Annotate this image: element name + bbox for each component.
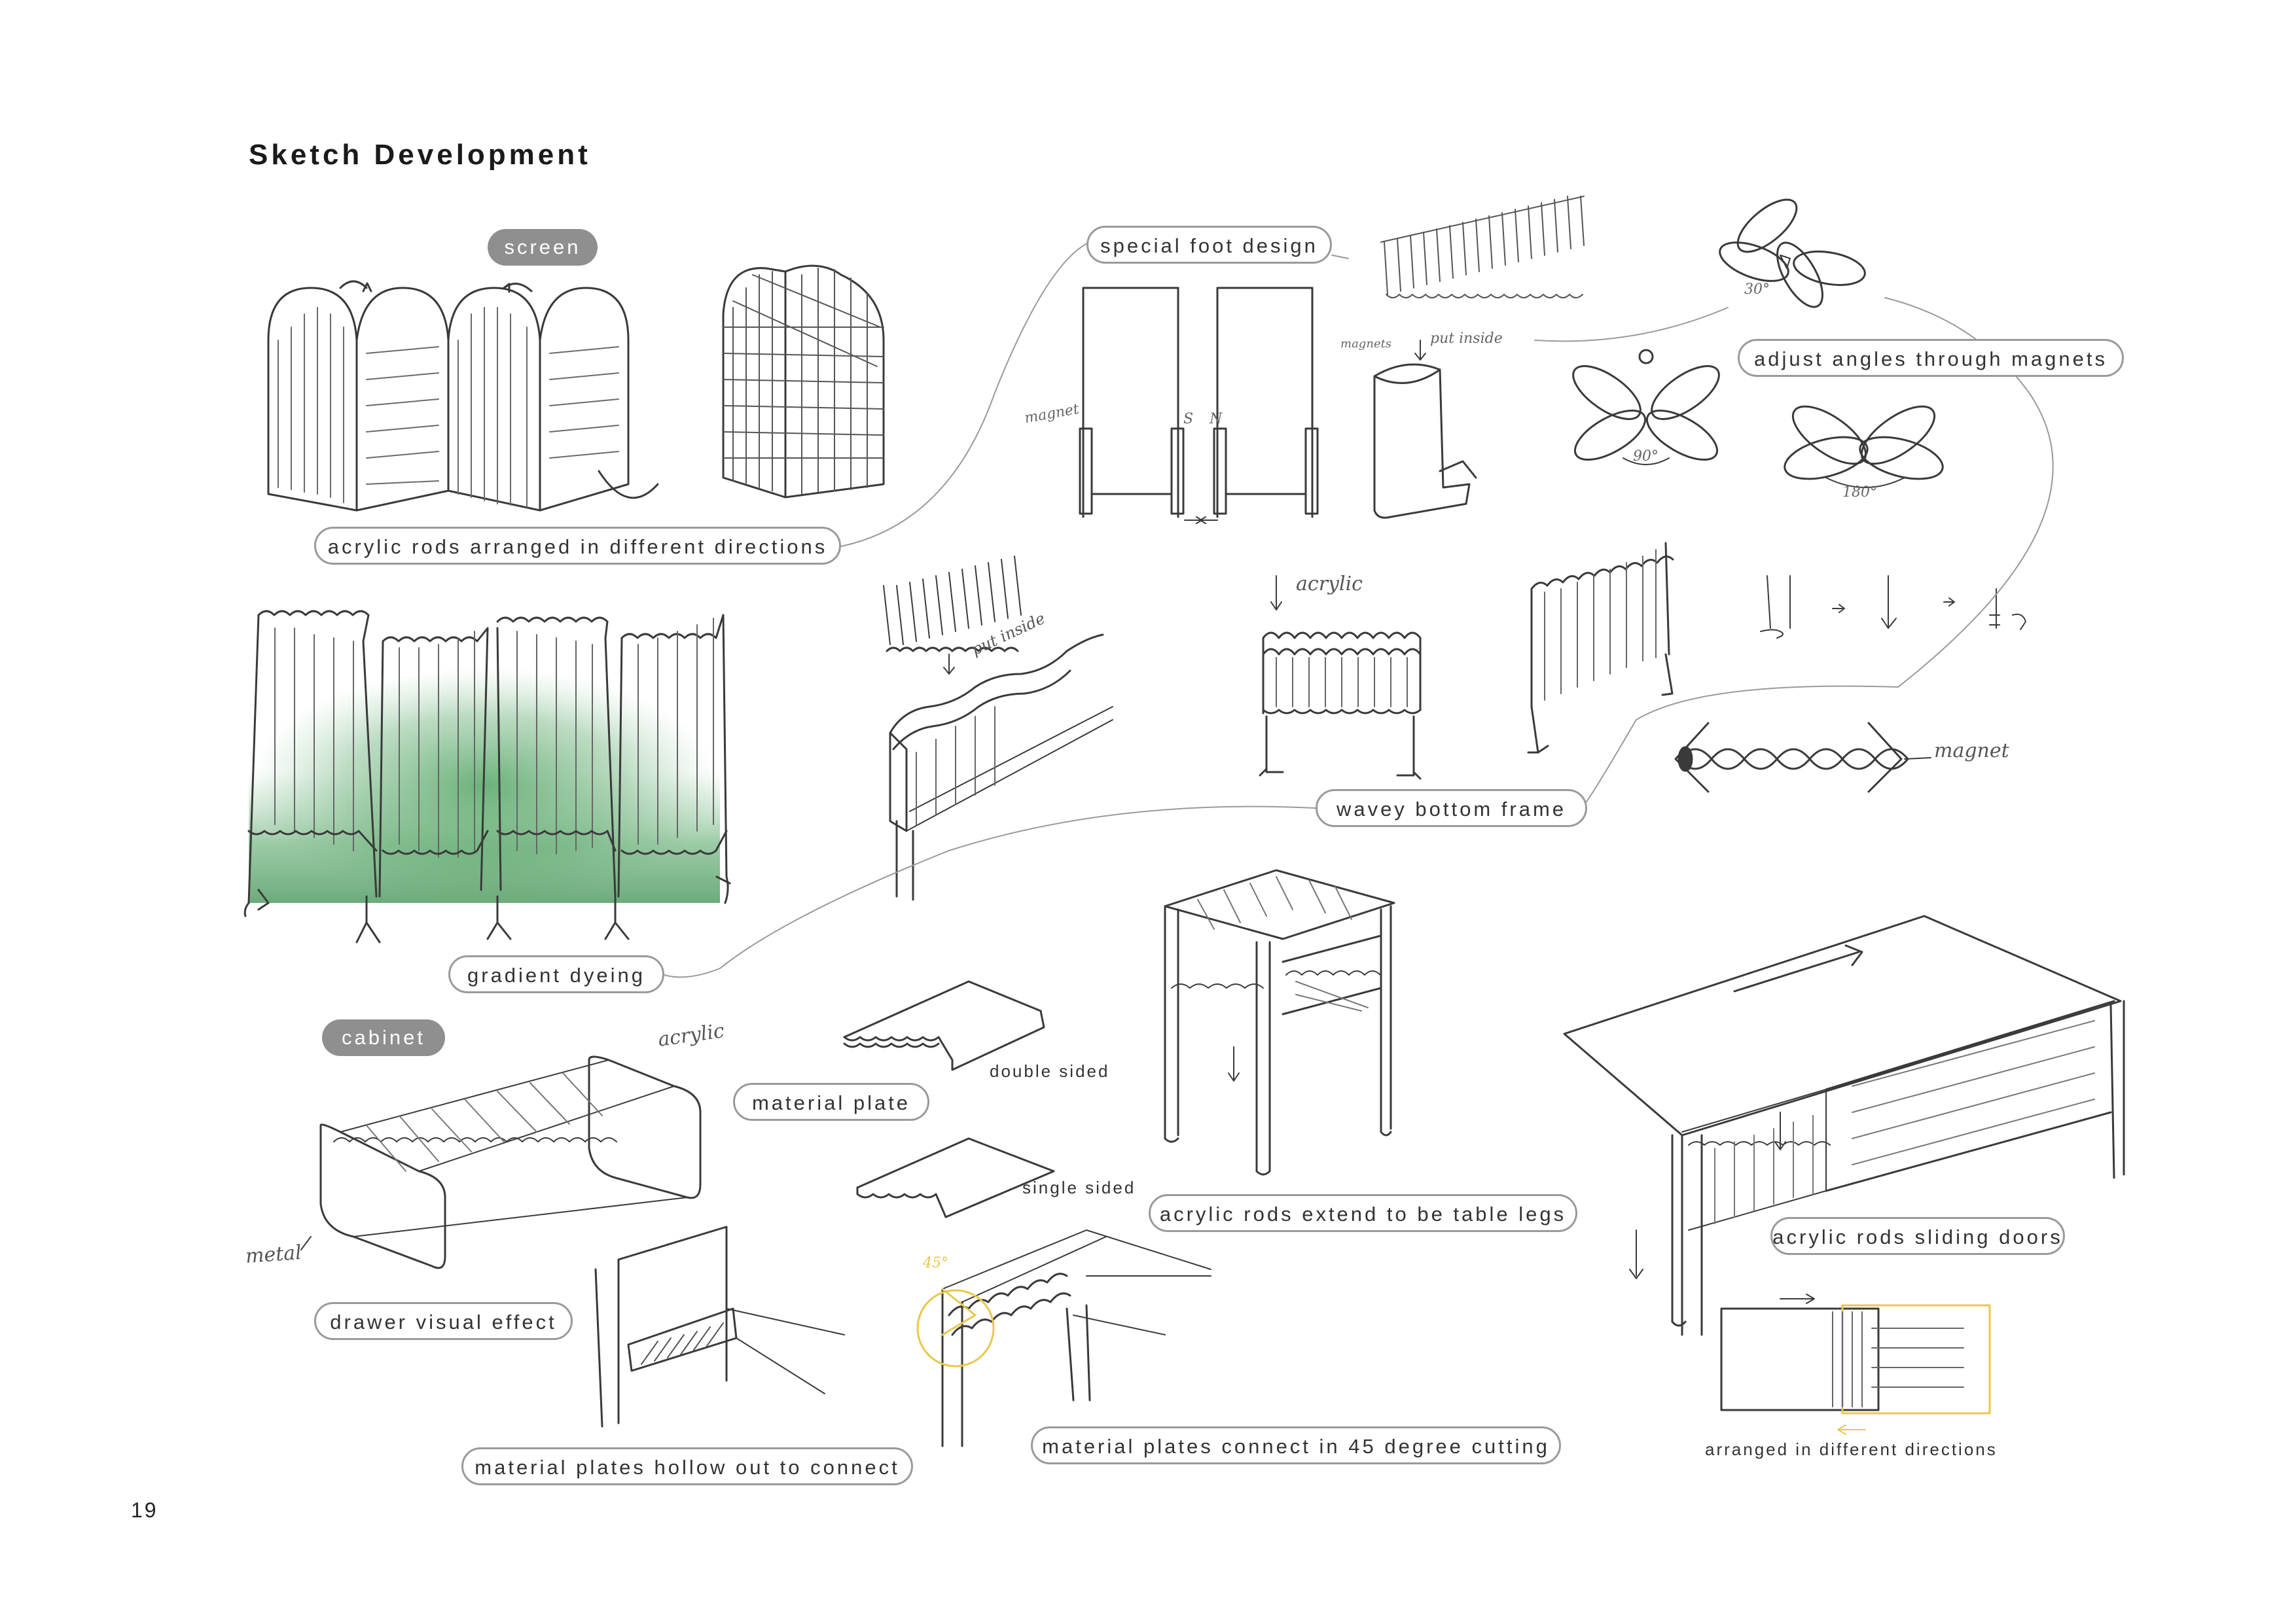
label-material-plate: material plate (733, 1083, 929, 1121)
tag-cabinet: cabinet (322, 1019, 445, 1056)
handwriting-magnet: magnet (1934, 739, 2009, 762)
hollow-connect-sketch (594, 1226, 845, 1428)
gradient-screen-sketch (243, 610, 731, 944)
material-plate-sketch (843, 980, 1055, 1218)
caption-arranged-directions: arranged in different directions (1705, 1439, 1998, 1459)
sliding-door-sketch (1563, 915, 2125, 1336)
handwriting-angle-30: 30° (1744, 281, 1770, 298)
drawer-sketch (300, 1055, 702, 1269)
handwriting-put-inside-small: put inside (1430, 330, 1503, 347)
label-drawer-visual-effect: drawer visual effect (314, 1302, 573, 1340)
handwriting-acrylic-top: acrylic (1296, 573, 1363, 595)
foot-design-sketch (1079, 196, 1585, 524)
grid-screen-sketch (722, 264, 885, 499)
put-inside-sketch (883, 556, 1113, 901)
label-gradient-dyeing: gradient dyeing (448, 955, 664, 993)
handwriting-magnets-small: magnets (1340, 337, 1392, 351)
handwriting-angle-90: 90° (1633, 448, 1659, 465)
table-legs-sketch (1164, 869, 1395, 1176)
label-wavey-bottom-frame: wavey bottom frame (1316, 789, 1587, 827)
label-45-degree-cutting: material plates connect in 45 degree cut… (1031, 1426, 1561, 1464)
label-acrylic-rods-directions: acrylic rods arranged in different direc… (314, 527, 841, 565)
label-acrylic-rods-table-legs: acrylic rods extend to be table legs (1149, 1194, 1577, 1232)
magnet-angles-sketch (1572, 198, 2026, 639)
label-acrylic-rods-sliding-doors: acrylic rods sliding doors (1770, 1217, 2065, 1255)
handwriting-angle-180: 180° (1842, 484, 1877, 501)
handwriting-metal: metal (244, 1241, 302, 1268)
caption-single-sided: single sided (1022, 1178, 1136, 1197)
label-special-foot-design: special foot design (1086, 226, 1332, 264)
label-adjust-angles: adjust angles through magnets (1738, 339, 2124, 377)
directions-diagram-sketch (1720, 1294, 1991, 1435)
magnet-chain-sketch (1674, 722, 1931, 793)
folding-screen-sketch (267, 280, 659, 512)
page-number: 19 (131, 1498, 158, 1522)
caption-double-sided: double sided (990, 1061, 1110, 1081)
cut-45-sketch (916, 1229, 1211, 1447)
page-title: Sketch Development (249, 139, 591, 171)
acrylic-frame-sketch (1259, 542, 1674, 780)
label-hollow-out-connect: material plates hollow out to connect (461, 1447, 913, 1485)
handwriting-pole-n: N (1210, 411, 1223, 427)
handwriting-pole-s: S (1183, 411, 1194, 427)
tag-screen: screen (488, 229, 598, 266)
handwriting-angle-45: 45° (923, 1255, 948, 1271)
